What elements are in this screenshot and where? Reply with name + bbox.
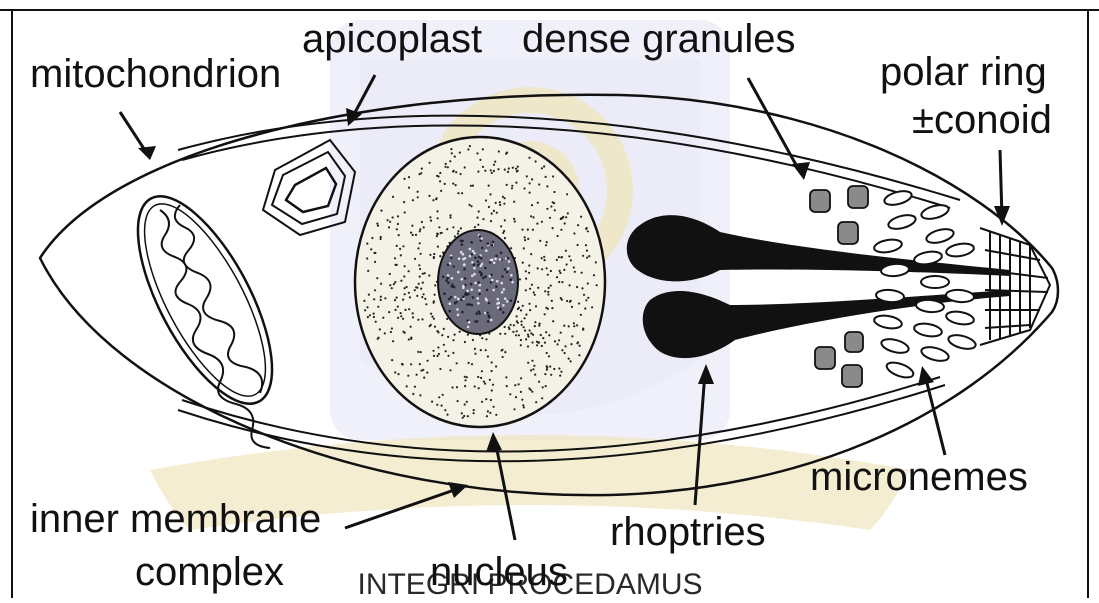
- label-complex: complex: [135, 550, 284, 594]
- micronemes: [873, 189, 977, 381]
- label-dense-granules: dense granules: [522, 17, 796, 61]
- label-apicoplast: apicoplast: [302, 17, 482, 61]
- dense-granules: [810, 186, 868, 387]
- label-inner-membrane: inner membrane: [30, 497, 321, 541]
- label-micronemes: micronemes: [810, 455, 1028, 499]
- label-rhoptries: rhoptries: [610, 510, 766, 554]
- label-mitochondrion: mitochondrion: [30, 52, 281, 96]
- label-polar-ring: polar ring: [880, 50, 1047, 94]
- nucleus: [355, 137, 605, 427]
- label-nucleus: nucleus: [430, 550, 568, 594]
- label-conoid: ±conoid: [912, 98, 1052, 142]
